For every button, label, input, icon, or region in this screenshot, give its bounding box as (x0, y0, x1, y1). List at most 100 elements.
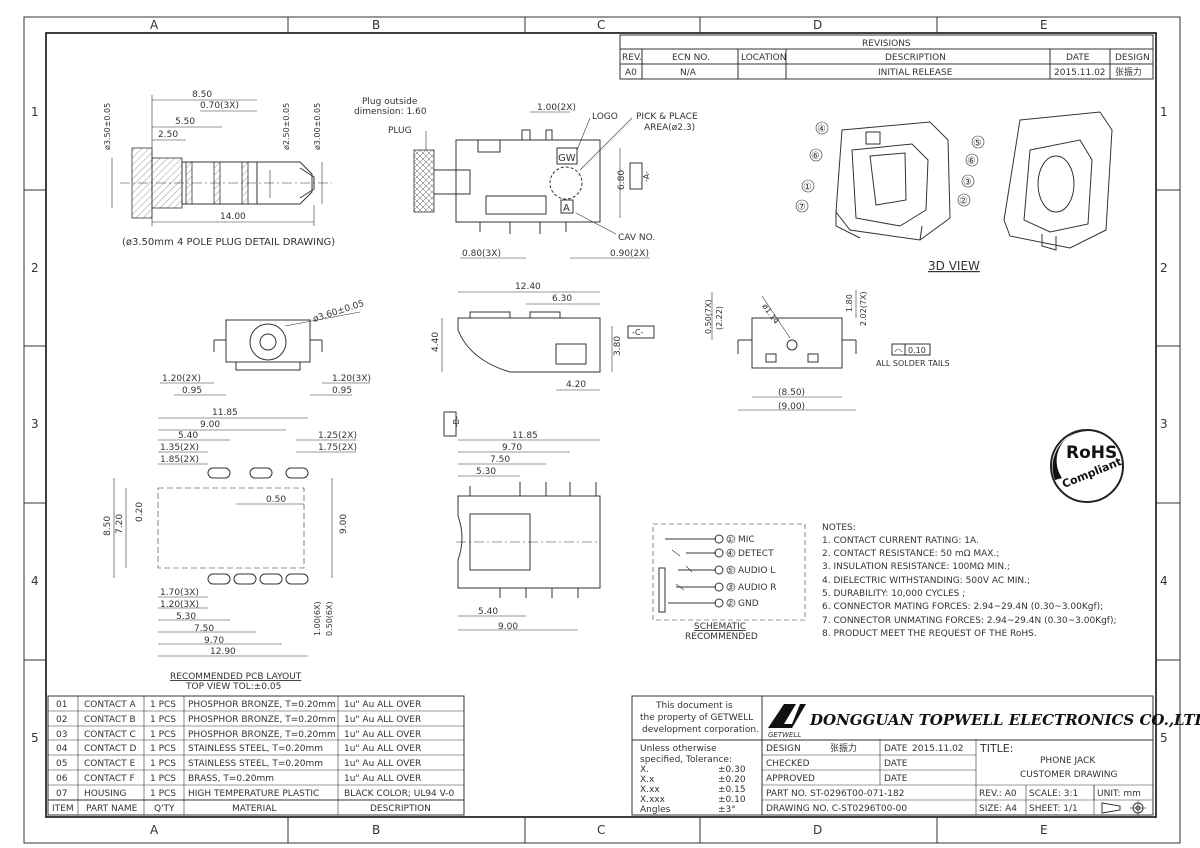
bom-item: 06 (56, 774, 68, 784)
checked-date-label: DATE (884, 759, 908, 769)
zone-row-3-left: 3 (31, 417, 39, 431)
description-header: DESCRIPTION (885, 53, 946, 63)
pcb-dim-0-20: 0.20 (135, 502, 145, 522)
dim-0-95-left: 0.95 (182, 386, 202, 396)
zone-row-3-right: 3 (1160, 417, 1168, 431)
bv-dim-9-70: 9.70 (502, 443, 522, 453)
note-5: 5. DURABILITY: 10,000 CYCLES ; (822, 589, 965, 599)
zone-row-1-right: 1 (1160, 105, 1168, 119)
bom-qty: 1 PCS (150, 744, 176, 754)
dim-9-00-ref: (9.00) (778, 402, 805, 412)
sheet-border (23, 16, 1181, 844)
approved-label: APPROVED (766, 774, 815, 784)
title-block (631, 695, 1154, 816)
dim-dia-3-00: ø3.00±0.05 (313, 103, 322, 150)
getwell-logo-text: GETWELL (768, 731, 801, 739)
dim-0-95-right: 0.95 (332, 386, 352, 396)
zone-row-5-left: 5 (31, 731, 39, 745)
zone-col-a-top: A (150, 18, 159, 32)
pcb-dim-1-00-6x: 1.00(6X) (313, 601, 322, 636)
callout-1: ① (803, 182, 812, 193)
schematic-drawing: ① MIC ④ DETECT ⑤ AUDIO L ③ AUDIO R ② GND… (652, 523, 806, 642)
bom-qty: 1 PCS (150, 789, 176, 799)
dim-1-20-3x: 1.20(3X) (332, 374, 371, 384)
date-value: 2015.11.02 (1054, 68, 1106, 78)
datum-c: -C- (632, 328, 643, 337)
schematic-gnd: GND (738, 599, 759, 609)
bv-dim-7-50: 7.50 (490, 455, 510, 465)
bom-description: 1u" Au ALL OVER (344, 730, 421, 740)
front-view-drawing: ø3.60±0.05 1.20(2X) 0.95 1.20(3X) 0.95 (160, 299, 371, 396)
bom-description: 1u" Au ALL OVER (344, 759, 421, 769)
dim-0-50-7x: 0.50(7X) (704, 299, 713, 334)
designer-name: 张振力 (830, 742, 857, 754)
title-phone-jack: PHONE JACK (1040, 756, 1096, 766)
bom-item: 01 (56, 700, 67, 710)
dim-dia-1-14: ø1.14 (760, 302, 780, 326)
tolerance-key: X.xxx (640, 795, 666, 805)
sheet-field: SHEET: 1/1 (1029, 804, 1078, 814)
bom-material: PHOSPHOR BRONZE, T=0.20mm (188, 700, 336, 710)
schematic-audio-r: AUDIO R (738, 583, 777, 593)
note-1: 1. CONTACT CURRENT RATING: 1A. (822, 536, 979, 546)
bom-item: 07 (56, 789, 67, 799)
plug-detail-caption: (ø3.50mm 4 POLE PLUG DETAIL DRAWING) (122, 237, 335, 248)
bom-item: 04 (56, 744, 68, 754)
dim-8-50-ref: (8.50) (778, 388, 805, 398)
pcb-dim-9-00: 9.00 (200, 420, 220, 430)
bv-dim-5-40: 5.40 (478, 607, 498, 617)
bom-item: 02 (56, 715, 67, 725)
bom-description: 1u" Au ALL OVER (344, 774, 421, 784)
notes-title: NOTES: (822, 523, 856, 533)
dim-1-00-2x: 1.00(2X) (537, 103, 576, 113)
bom-description: 1u" Au ALL OVER (344, 700, 421, 710)
dim-dia-2-50: ø2.50±0.05 (282, 103, 291, 150)
zone-col-b-bottom: B (372, 823, 380, 837)
callout-5: ⑤ (973, 138, 982, 149)
bom-part-name: CONTACT F (84, 774, 135, 784)
pcb-dim-1-20-3x: 1.20(3X) (160, 600, 199, 610)
ownership-line-1: This document is (655, 701, 733, 711)
pcb-dim-11-85: 11.85 (212, 408, 238, 418)
dim-dia-3-50: ø3.50±0.05 (103, 103, 112, 150)
drawing-number: DRAWING NO. C-ST0296T00-00 (766, 804, 907, 814)
pick-place-area-label: AREA(ø2.3) (644, 123, 695, 133)
tolerance-key: Angles (640, 805, 671, 815)
dim-4-20: 4.20 (566, 380, 586, 390)
3d-view-label: 3D VIEW (928, 259, 980, 273)
bom-description: 1u" Au ALL OVER (344, 715, 421, 725)
zone-col-d-bottom: D (813, 823, 822, 837)
company-name: DONGGUAN TOPWELL ELECTRONICS CO.,LTD. (809, 711, 1200, 729)
design-value: 张振力 (1115, 66, 1142, 78)
size-field: SIZE: A4 (979, 804, 1017, 814)
projection-symbol-icon (1101, 800, 1146, 816)
design-header: DESIGN (1115, 53, 1150, 63)
bom-item: 03 (56, 730, 67, 740)
dim-0-90-2x: 0.90(2X) (610, 249, 649, 259)
dim-6-30: 6.30 (552, 294, 572, 304)
dim-0-80-3x: 0.80(3X) (462, 249, 501, 259)
dim-5-50: 5.50 (175, 117, 195, 127)
callout-3: ③ (963, 177, 972, 188)
bom-material: PHOSPHOR BRONZE, T=0.20mm (188, 715, 336, 725)
dim-2-50: 2.50 (158, 130, 178, 140)
note-6: 6. CONNECTOR MATING FORCES: 2.94~29.4N (… (822, 602, 1103, 612)
bom-part-name: CONTACT A (84, 700, 137, 710)
callout-6-left: ⑥ (811, 151, 820, 162)
zone-col-b-top: B (372, 18, 380, 32)
bill-of-materials (47, 695, 465, 816)
tolerance-value: ±0.15 (718, 785, 746, 795)
pcb-dim-12-90: 12.90 (210, 647, 236, 657)
pcb-dim-1-70-3x: 1.70(3X) (160, 588, 199, 598)
dim-14-00: 14.00 (220, 212, 246, 222)
location-header: LOCATION (741, 53, 787, 63)
zone-row-4-right: 4 (1160, 574, 1168, 588)
bom-description: 1u" Au ALL OVER (344, 744, 421, 754)
zone-col-c-bottom: C (597, 823, 605, 837)
revisions-table: REVISIONS REV. ECN NO. LOCATION DESCRIPT… (619, 34, 1154, 80)
note-8: 8. PRODUCT MEET THE REQUEST OF THE RoHS. (822, 629, 1037, 639)
zone-col-a-bottom: A (150, 823, 159, 837)
schematic-mic: MIC (738, 535, 755, 545)
dim-2-02-7x: 2.02(7X) (859, 291, 868, 326)
cavity-mark-a: A (563, 203, 570, 214)
